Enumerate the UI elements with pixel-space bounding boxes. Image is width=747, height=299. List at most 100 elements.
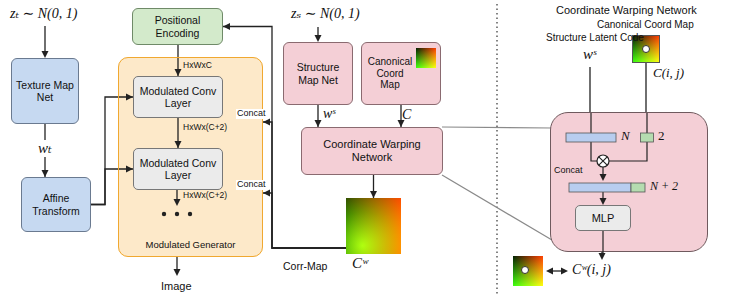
node-text: Modulated Generator (119, 240, 262, 251)
edge-label: wₜ (37, 140, 53, 157)
arrow-head (599, 253, 606, 260)
connector (370, 175, 377, 198)
node-text: MLP (592, 212, 615, 225)
process-box: Canonical Coord Map (361, 42, 441, 105)
arrow-line (317, 27, 318, 36)
edge-label: Concat (236, 109, 267, 119)
ellipsis-dot (162, 212, 166, 216)
corr-map-image: Corr-MapCʷ (346, 198, 401, 254)
node-text: Modulated Conv Layer (138, 85, 218, 109)
arrow-line (602, 167, 603, 175)
input-label: Structure Latent Code (546, 32, 644, 43)
arrow-head (42, 170, 49, 177)
combined-bar (631, 183, 645, 192)
zoom-line (442, 175, 552, 240)
node-text: N (621, 129, 630, 144)
concat-symbol (599, 157, 607, 165)
node-text: 2 (658, 129, 665, 144)
arrow-head (370, 191, 377, 198)
coord-dot (522, 267, 529, 274)
arrow-head (315, 35, 322, 42)
connector (646, 63, 647, 112)
connector (91, 94, 133, 205)
edge-label: wˢ (323, 106, 335, 121)
edge-label: HxWxC (182, 61, 213, 70)
connector (315, 105, 322, 127)
arrow-head (175, 141, 182, 148)
process-box: Positional Encoding (132, 8, 223, 45)
node-text: Modulated Conv Layer (138, 157, 218, 181)
node-text: Coordinate Warping Network (306, 138, 438, 163)
feed-line (646, 113, 647, 133)
node-text: Canonical Coord Map (366, 56, 414, 91)
node-text: Texture Map Net (16, 79, 74, 103)
node-text: C(i, j) (653, 66, 684, 81)
latent-bar (566, 133, 616, 142)
output-symbol: Cʷ(i, j) (572, 262, 611, 277)
arrow-head (561, 268, 568, 275)
process-box: Affine Transform (21, 177, 91, 232)
connector-line (91, 169, 133, 205)
arrow-head (126, 166, 133, 173)
arrow-line (176, 257, 177, 270)
node-text: Positional Encoding (137, 14, 218, 38)
warping-network-box: N2ConcatN + 2MLP (550, 112, 708, 252)
edge-label: Concat (236, 180, 267, 190)
node-text: Canonical Coord Map (597, 19, 694, 31)
node-text: Affine Transform (26, 192, 86, 216)
feed-line (590, 113, 591, 133)
mlp-box: MLP (575, 205, 631, 231)
arrow-head (263, 190, 270, 197)
concat-symbol (599, 157, 607, 165)
tensor-shape: HxWx(C+2) (182, 191, 228, 200)
panel-divider (496, 4, 497, 295)
node-text: Corr-Map (283, 260, 327, 272)
arrow-line (44, 26, 45, 52)
node-text: Structure Map Net (288, 61, 348, 85)
connector-line (263, 193, 346, 248)
connector (91, 166, 133, 205)
arrow-line (602, 192, 603, 199)
noise-label: zₜ ∼ N(0, 1) (10, 6, 77, 21)
edge-label: HxWx(C+2) (182, 123, 228, 132)
warping-internals (551, 113, 709, 253)
arrow-line (552, 270, 562, 271)
process-box: Texture Map Net (11, 58, 79, 124)
arrow-head (126, 94, 133, 101)
concat-line (591, 142, 597, 161)
arrow-line (602, 231, 603, 253)
concat-symbol (597, 155, 609, 167)
ellipsis-dot (175, 212, 179, 216)
generator-region: Modulated GeneratorModulated Conv LayerM… (118, 57, 263, 257)
coord-bar (641, 133, 654, 142)
arrow-head (546, 268, 553, 275)
combined-bar (569, 183, 631, 192)
output-coord-image (513, 256, 543, 286)
arrow-head (223, 23, 230, 30)
arrow-head (263, 119, 270, 126)
edge-label: C (402, 107, 411, 122)
arrow-head (174, 269, 181, 276)
ellipsis-dot (188, 212, 192, 216)
arrow-head (42, 51, 49, 58)
arrow-head (174, 199, 181, 206)
layer-box: Modulated Conv Layer (133, 76, 223, 118)
arrow-head (600, 198, 607, 205)
region-fill (118, 57, 263, 257)
noise-label: zₛ ∼ N(0, 1) (291, 6, 360, 21)
static-lines (45, 26, 602, 271)
static-heads (42, 35, 606, 276)
process-box: Structure Map Net (283, 42, 353, 105)
panel-title: Coordinate Warping Network (556, 4, 697, 16)
node-text: Cʷ (352, 255, 368, 272)
coord-map-thumbnail (416, 48, 436, 68)
connector-line (645, 63, 646, 112)
layer-box: Modulated Conv Layer (133, 148, 223, 190)
process-box: Coordinate Warping Network (301, 127, 443, 175)
arrow-head (175, 69, 182, 76)
latent-symbol: wˢ (583, 46, 596, 63)
arrow-line (176, 189, 177, 200)
connector (263, 190, 346, 249)
arrow-line (589, 67, 590, 112)
output-label: Image (161, 280, 192, 292)
